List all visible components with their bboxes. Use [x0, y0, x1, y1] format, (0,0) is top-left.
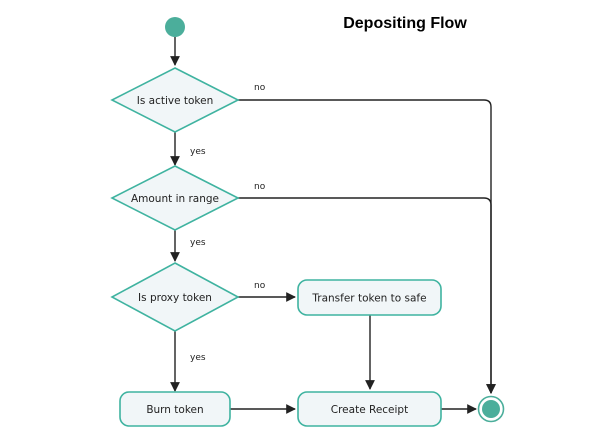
edge-label-active-yes: yes: [190, 147, 206, 157]
diagram-title: Depositing Flow: [343, 15, 467, 32]
end-node: [477, 395, 505, 423]
edge-label-range-no: no: [254, 182, 266, 192]
start-node: [165, 17, 185, 37]
action-create-receipt-label: Create Receipt: [331, 404, 408, 416]
action-create-receipt: Create Receipt: [297, 391, 442, 427]
action-burn-token-label: Burn token: [146, 404, 203, 416]
action-transfer-token-to-safe-label: Transfer token to safe: [311, 293, 426, 305]
edge-label-proxy-yes: yes: [190, 353, 206, 363]
decision-is-proxy-token-label: Is proxy token: [138, 292, 212, 304]
edge-range-no: [238, 197, 496, 394]
decision-amount-in-range-label: Amount in range: [131, 193, 219, 205]
decision-amount-in-range: Amount in range: [110, 165, 240, 231]
decision-is-proxy-token: Is proxy token: [110, 262, 240, 332]
edge-label-active-no: no: [254, 83, 266, 93]
edge-label-range-yes: yes: [190, 238, 206, 248]
action-transfer-token-to-safe: Transfer token to safe: [297, 279, 442, 316]
decision-is-active-token: Is active token: [110, 67, 240, 133]
edge-active-no: [238, 99, 496, 394]
action-burn-token: Burn token: [119, 391, 231, 427]
edge-label-proxy-no: no: [254, 281, 266, 291]
decision-is-active-token-label: Is active token: [137, 95, 214, 107]
